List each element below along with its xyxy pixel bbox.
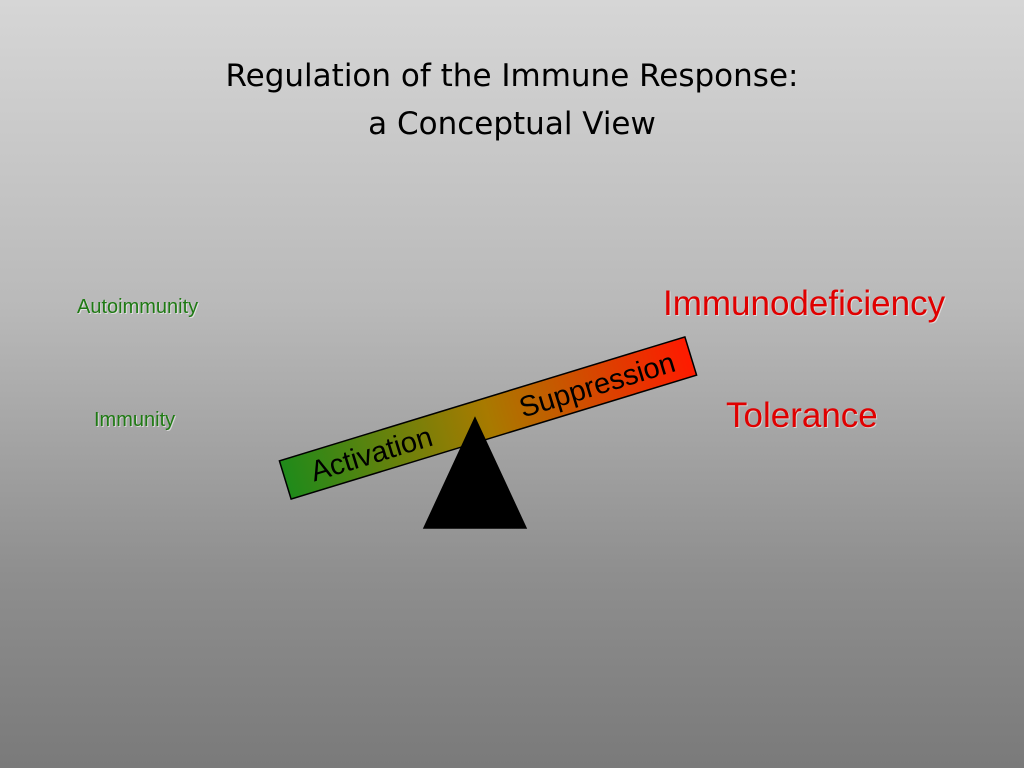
immunodeficiency-label: Immunodeficiency <box>663 284 946 323</box>
fulcrum-triangle <box>422 416 528 529</box>
activation-label: Activation <box>307 421 437 488</box>
slide-title-line-2: a Conceptual View <box>368 106 656 142</box>
seesaw-beam: Activation Suppression <box>278 335 698 501</box>
suppression-label: Suppression <box>516 347 680 425</box>
slide-title-line-1: Regulation of the Immune Response: <box>225 58 799 94</box>
slide-title: Regulation of the Immune Response: a Con… <box>0 52 1024 148</box>
immunity-label: Immunity <box>94 409 176 431</box>
autoimmunity-label: Autoimmunity <box>77 296 199 318</box>
tolerance-label: Tolerance <box>726 396 878 435</box>
